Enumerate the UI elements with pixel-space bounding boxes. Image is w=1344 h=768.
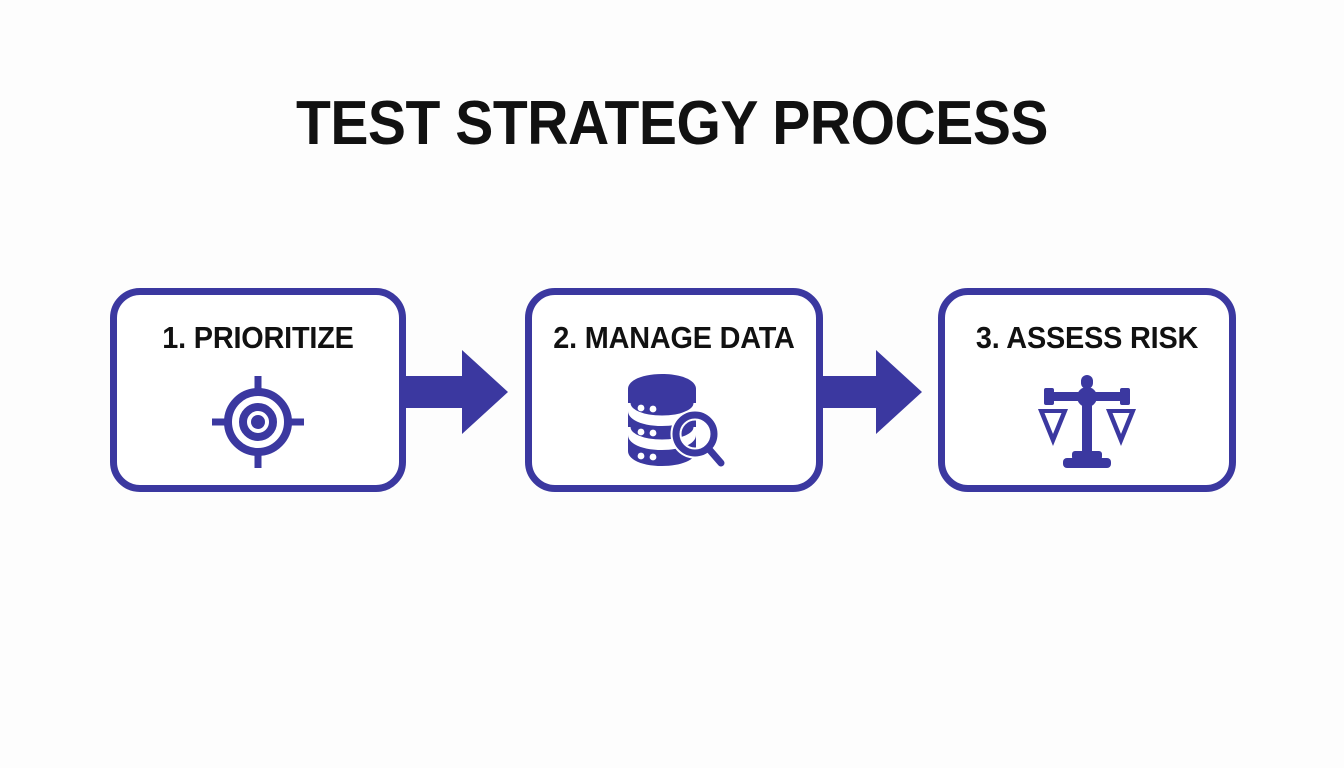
- step-2-label: 2. MANAGE DATA: [553, 320, 795, 355]
- process-step-card-3[interactable]: 3. ASSESS RISK: [938, 288, 1236, 492]
- balance-scale-icon: [1038, 375, 1136, 468]
- arrow-right-icon: [818, 350, 922, 434]
- arrow-right-icon: [404, 350, 508, 434]
- page-title: TEST STRATEGY PROCESS: [295, 89, 1049, 158]
- step-2-icon-wrapper: [532, 367, 816, 477]
- process-step-card-2[interactable]: 2. MANAGE DATA: [525, 288, 823, 492]
- step-1-label: 1. PRIORITIZE: [162, 320, 354, 355]
- database-search-icon: [625, 374, 726, 469]
- process-flow: 1. PRIORITIZE: [0, 288, 1344, 494]
- flow-arrow-2: [818, 346, 922, 438]
- target-crosshair-icon: [212, 376, 304, 468]
- flow-arrow-1: [404, 346, 508, 438]
- step-3-label: 3. ASSESS RISK: [975, 320, 1199, 355]
- step-3-icon-wrapper: [945, 367, 1229, 477]
- process-step-card-1[interactable]: 1. PRIORITIZE: [110, 288, 406, 492]
- step-1-icon-wrapper: [117, 367, 399, 477]
